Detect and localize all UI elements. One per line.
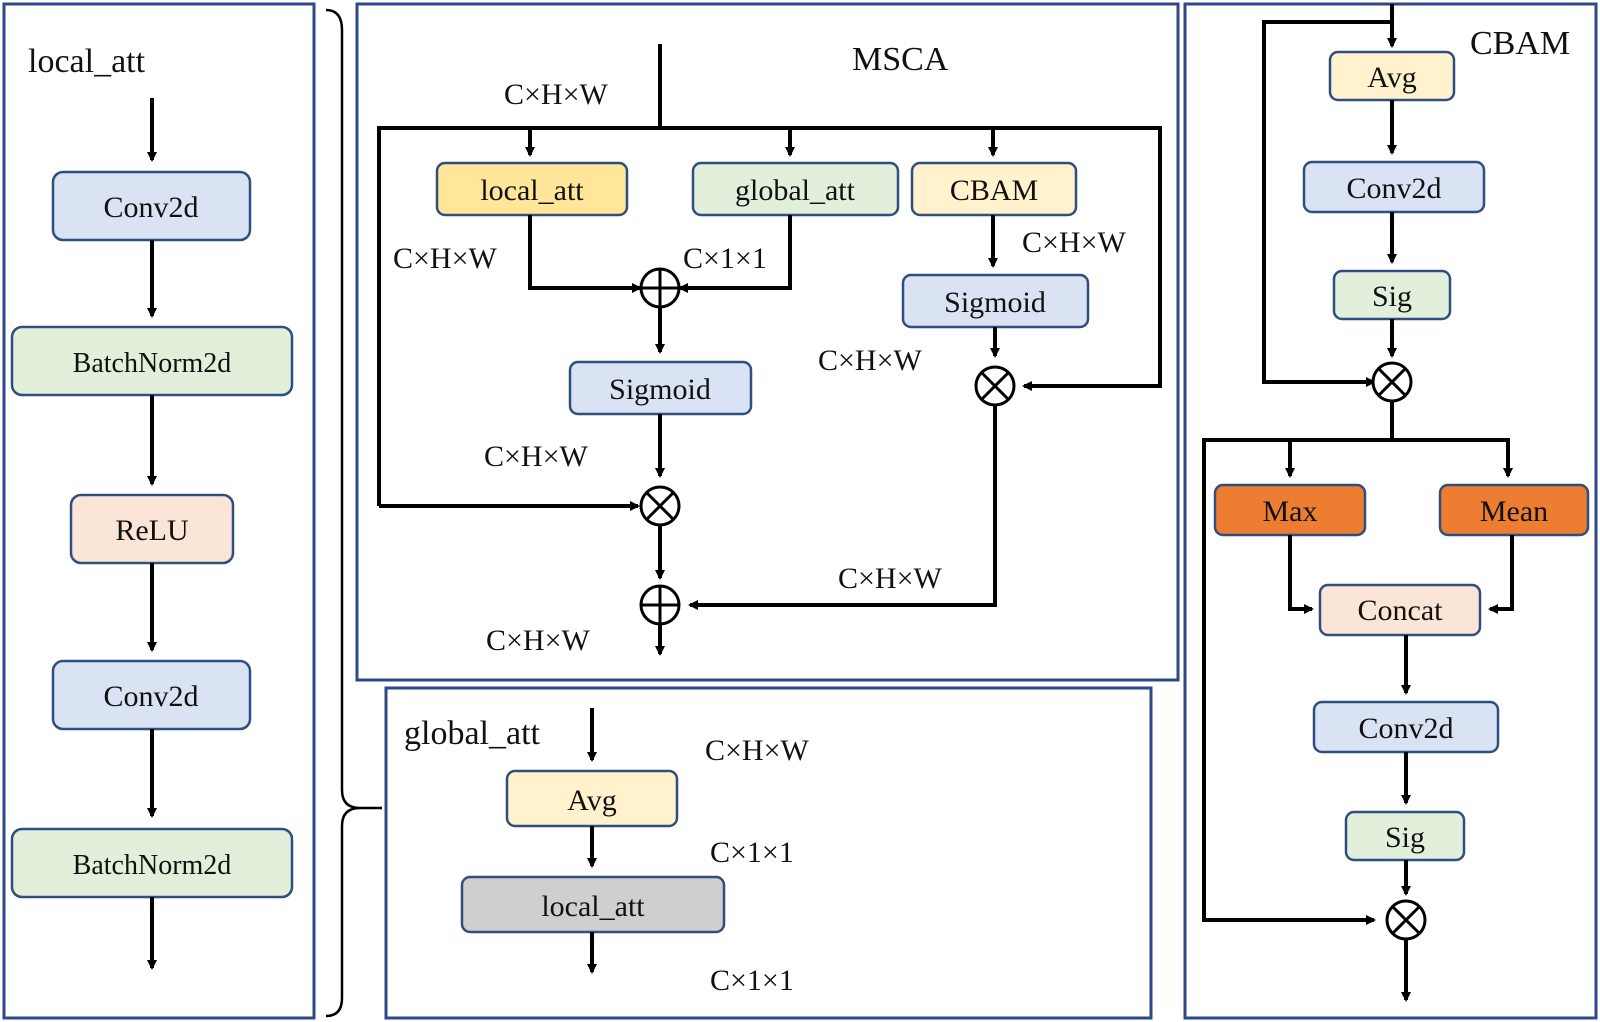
cbam-mean-label: Mean bbox=[1480, 495, 1548, 528]
cbam-label: CBAM bbox=[950, 174, 1038, 207]
cbam-out-label: C×H×W bbox=[1022, 226, 1127, 259]
global-att-title: global_att bbox=[404, 715, 541, 752]
cbam-conv2d-label: Conv2d bbox=[1358, 712, 1453, 745]
cbam-title: CBAM bbox=[1470, 25, 1570, 62]
global-att-panel: global_att C×H×W Avg C×1×1 local_att C×1… bbox=[384, 686, 1153, 1020]
cbam-skip-1 bbox=[1262, 20, 1392, 387]
avg-out-label: C×1×1 bbox=[710, 836, 794, 869]
local-att-title: local_att bbox=[28, 43, 146, 80]
cbam-sig-label: Sig bbox=[1385, 821, 1425, 854]
global-out-label: C×1×1 bbox=[683, 242, 767, 275]
local-to-add bbox=[528, 215, 642, 293]
sigmoid-right-label: Sigmoid bbox=[944, 286, 1046, 319]
cbam-conv2d-label: Conv2d bbox=[1346, 172, 1441, 205]
local-out-label: C×H×W bbox=[393, 242, 498, 275]
msca-title: MSCA bbox=[852, 41, 949, 78]
left-sig-out-label: C×H×W bbox=[484, 440, 589, 473]
conv2d-label: Conv2d bbox=[103, 680, 198, 713]
cbam-to-add bbox=[688, 405, 997, 610]
add-operator bbox=[639, 267, 681, 309]
add-operator bbox=[639, 584, 681, 626]
global-att-block bbox=[691, 161, 900, 217]
batchnorm2d-label: BatchNorm2d bbox=[73, 348, 232, 379]
msca-panel: MSCA C×H×W local_att global_att CBAM C×H… bbox=[355, 2, 1180, 682]
cbam-skip-2 bbox=[1202, 401, 1394, 925]
cbam-panel: CBAM Avg Conv2d Sig Max Mean Concat Conv… bbox=[1183, 2, 1598, 1020]
global-to-add bbox=[678, 215, 792, 293]
cbam-concat-label: Concat bbox=[1358, 594, 1444, 627]
multiply-operator bbox=[1371, 361, 1413, 403]
bus-line bbox=[377, 126, 1162, 506]
msca-panel-border bbox=[355, 2, 1180, 682]
multiply-operator bbox=[974, 365, 1016, 407]
right-branch-label: C×H×W bbox=[838, 562, 943, 595]
local-att-panel: local_att Conv2d BatchNorm2d ReLU Conv2d… bbox=[2, 2, 316, 1020]
cbam-concat-block bbox=[1318, 583, 1482, 637]
conv2d-label: Conv2d bbox=[103, 191, 198, 224]
msca-output-label: C×H×W bbox=[486, 624, 591, 657]
multiply-operator bbox=[1385, 899, 1427, 941]
global-att-input-label: C×H×W bbox=[705, 734, 810, 767]
local-att-gray-label: local_att bbox=[541, 890, 645, 923]
global-att-panel-border bbox=[384, 686, 1153, 1020]
relu-label: ReLU bbox=[115, 514, 189, 547]
local-att-label: local_att bbox=[480, 174, 584, 207]
cbam-avg-label: Avg bbox=[1367, 61, 1416, 94]
cbam-max-label: Max bbox=[1263, 495, 1318, 528]
batchnorm2d-label: BatchNorm2d bbox=[73, 850, 232, 881]
local-att-panel-border bbox=[2, 2, 316, 1020]
multiply-operator bbox=[639, 485, 681, 527]
global-att-output-label: C×1×1 bbox=[710, 964, 794, 997]
arrow bbox=[1488, 535, 1514, 614]
arrow bbox=[1288, 535, 1314, 614]
msca-input-label: C×H×W bbox=[504, 78, 609, 111]
right-mult-label: C×H×W bbox=[818, 344, 923, 377]
curly-brace bbox=[325, 8, 361, 1018]
global-att-label: global_att bbox=[735, 174, 856, 207]
sigmoid-left-label: Sigmoid bbox=[609, 373, 711, 406]
cbam-sig-label: Sig bbox=[1372, 280, 1412, 313]
arrow bbox=[1392, 438, 1513, 478]
avg-label: Avg bbox=[567, 784, 616, 817]
